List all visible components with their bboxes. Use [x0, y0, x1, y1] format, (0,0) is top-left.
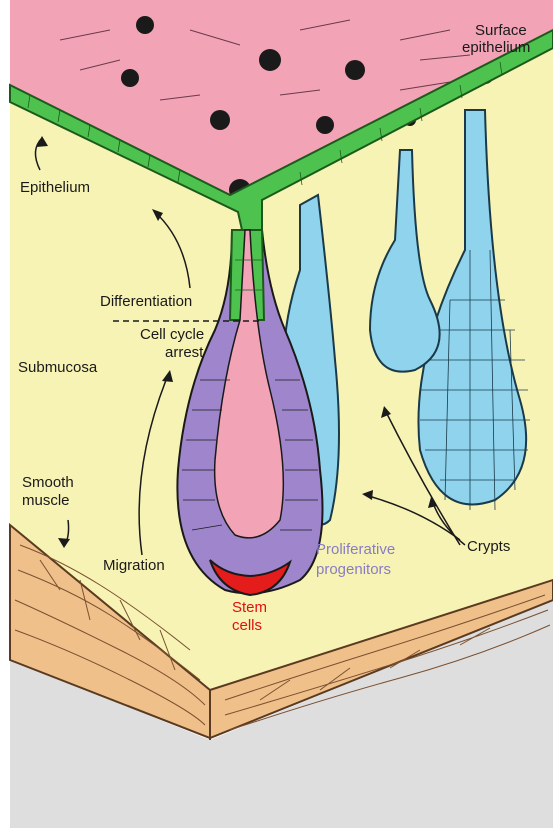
- proliferative-label-line1: Proliferative: [316, 541, 395, 558]
- crypts-label: Crypts: [467, 538, 510, 555]
- stem-cells-label-line2: cells: [232, 617, 262, 634]
- surface-epithelium-label-line1: Surface: [475, 22, 527, 39]
- cell-cycle-label-line1: Cell cycle: [140, 326, 204, 343]
- epithelium-label: Epithelium: [20, 179, 90, 196]
- surface-epithelium-label-line2: epithelium: [462, 39, 530, 56]
- smooth-muscle-label-line1: Smooth: [22, 474, 74, 491]
- submucosa-label: Submucosa: [18, 359, 98, 376]
- smooth-muscle-label-line2: muscle: [22, 492, 70, 509]
- proliferative-label-line2: progenitors: [316, 561, 391, 578]
- migration-label: Migration: [103, 557, 165, 574]
- stem-cells-label-line1: Stem: [232, 599, 267, 616]
- differentiation-label: Differentiation: [100, 293, 192, 310]
- cell-cycle-label-line2: arrest: [165, 344, 204, 361]
